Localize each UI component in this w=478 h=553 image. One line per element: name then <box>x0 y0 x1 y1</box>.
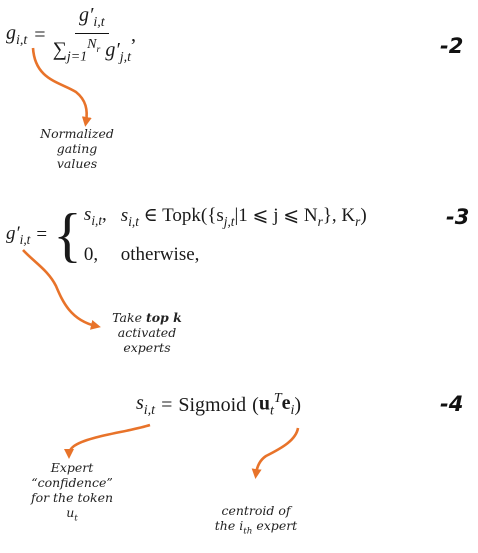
eq4-u: utT <box>258 390 282 419</box>
eq3-case1-value: si,t, <box>83 204 107 228</box>
eq2-trailing-comma: , <box>131 23 136 46</box>
note-centroid: centroid of the ith expert <box>214 503 298 537</box>
equation-3: g′i,t = { si,t, si,t ∈ Topk({sj,t|1 ⩽ j … <box>6 195 367 275</box>
equation-number-2: -2 <box>440 34 464 58</box>
note-expert-confidence: Expert “confidence” for the token ut <box>30 460 114 524</box>
eq3-brace: { <box>53 202 82 268</box>
equation-4: si,t = Sigmoid ( utT ei ) <box>136 388 301 422</box>
eq4-func: Sigmoid <box>178 393 247 416</box>
eq2-lhs: gi,t <box>6 21 28 48</box>
eq4-open-paren: ( <box>252 393 259 416</box>
eq2-fraction: g′i,t ∑j=1Nr g′j,t <box>53 4 131 66</box>
eq4-equals: = <box>161 393 173 416</box>
eq4-e: ei <box>281 391 295 418</box>
equation-2: gi,t = g′i,t ∑j=1Nr g′j,t , <box>6 2 136 68</box>
eq2-denominator: ∑j=1Nr g′j,t <box>52 37 131 65</box>
eq2-equals: = <box>34 23 46 46</box>
arrow-eq4-right-note <box>251 427 300 479</box>
arrow-eq4-left-note <box>64 423 151 459</box>
arrow-eq2-note <box>31 47 92 127</box>
arrow-eq3-note <box>22 249 101 330</box>
eq3-case2-value: 0, <box>83 243 99 265</box>
eq3-case1-condition: si,t ∈ Topk({sj,t|1 ⩽ j ⩽ Nr}, Kr) <box>120 205 367 229</box>
eq3-lhs: g′i,t <box>6 222 31 247</box>
equation-number-3: -3 <box>446 205 470 229</box>
eq3-cases: si,t, si,t ∈ Topk({sj,t|1 ⩽ j ⩽ Nr}, Kr)… <box>84 204 367 266</box>
equation-number-4: -4 <box>440 392 464 416</box>
note-top-k: Take top k activated experts <box>112 310 182 355</box>
eq2-numerator: g′i,t <box>74 4 109 35</box>
eq4-lhs: si,t <box>136 391 156 418</box>
eq3-case2-condition: otherwise, <box>120 243 200 265</box>
note-normalized-gating: Normalized gating values <box>40 126 114 171</box>
eq4-close-paren: ) <box>294 393 302 416</box>
eq3-equals: = <box>36 224 48 245</box>
